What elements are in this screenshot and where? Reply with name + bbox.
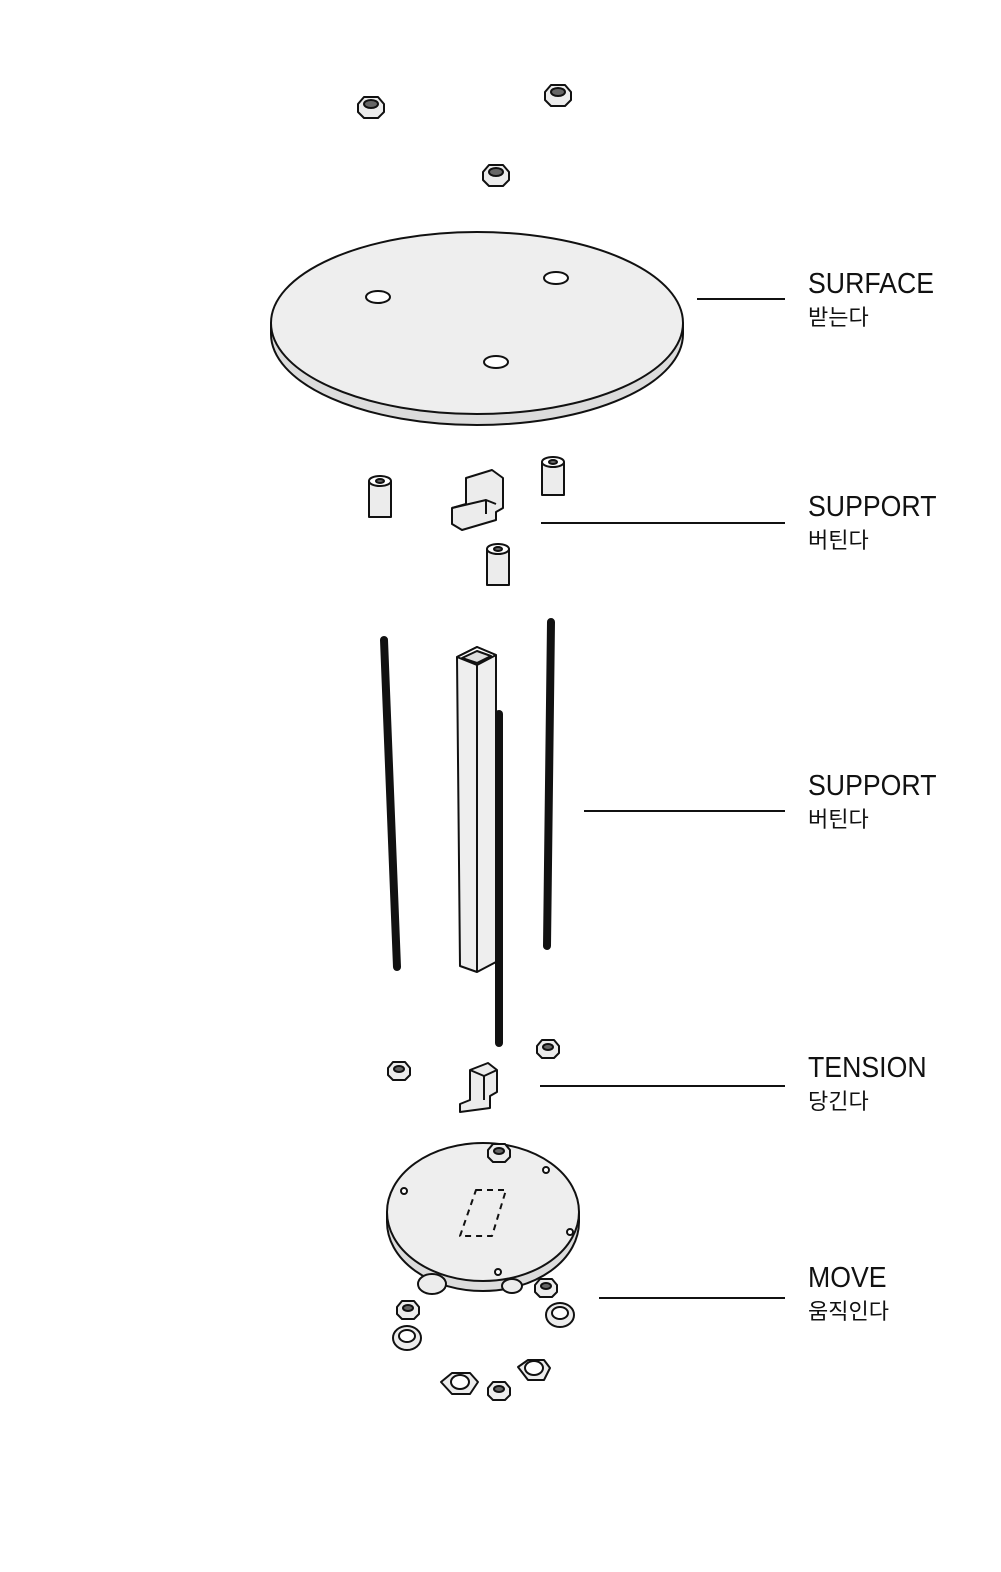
base-disc <box>386 1142 580 1292</box>
leader-line-support-lower <box>584 810 785 812</box>
spacer-standoff-right <box>541 456 565 496</box>
spacer-standoff-left <box>368 475 392 518</box>
leader-line-surface <box>697 298 785 300</box>
callout-support-lower: SUPPORT 버틴다 <box>808 768 948 836</box>
spacer-standoff-center <box>486 543 510 586</box>
rod-right <box>543 618 555 950</box>
leader-line-tension <box>540 1085 785 1087</box>
nut-lower-right <box>536 1039 560 1059</box>
nut-lower-left <box>387 1061 411 1081</box>
leader-line-support-upper <box>541 522 785 524</box>
callout-surface-en: SURFACE <box>808 268 935 300</box>
callout-support-upper: SUPPORT 버틴다 <box>808 489 948 557</box>
callout-move-ko: 움직인다 <box>808 1300 889 1325</box>
callout-tension: TENSION 당긴다 <box>808 1050 937 1118</box>
callout-surface: SURFACE 받는다 <box>808 266 945 334</box>
callout-support-lower-en: SUPPORT <box>808 770 937 802</box>
callout-move-en: MOVE <box>808 1262 887 1294</box>
callout-support-upper-en: SUPPORT <box>808 491 937 523</box>
hex-nut-top-left <box>357 96 385 119</box>
callout-move: MOVE 움직인다 <box>808 1260 893 1328</box>
tension-bracket <box>459 1062 498 1113</box>
caster-wheels <box>392 1273 575 1401</box>
callout-surface-ko: 받는다 <box>808 306 869 331</box>
upper-bracket <box>451 469 504 531</box>
square-tube-column <box>456 646 497 973</box>
callout-tension-ko: 당긴다 <box>808 1090 869 1115</box>
callout-support-upper-ko: 버틴다 <box>808 529 869 554</box>
hex-nut-top-center <box>482 164 510 187</box>
callout-tension-en: TENSION <box>808 1052 927 1084</box>
hex-nut-top-right <box>544 84 572 107</box>
rod-left <box>380 636 401 971</box>
callout-support-lower-ko: 버틴다 <box>808 808 869 833</box>
leader-line-move <box>599 1297 785 1299</box>
surface-disc <box>270 231 684 426</box>
